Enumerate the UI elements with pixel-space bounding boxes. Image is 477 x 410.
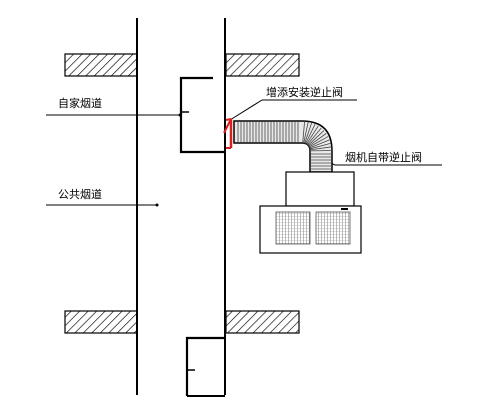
leader-private-flue-dot	[179, 114, 182, 117]
range-hood	[260, 172, 361, 253]
floor-slab-upper-left	[65, 54, 137, 76]
leader-public-flue-dot	[156, 204, 159, 207]
range-hood-grill-right	[316, 212, 350, 244]
private-flue-partition-lower	[187, 338, 225, 396]
label-added-check-valve: 增添安装逆止阀	[266, 87, 343, 98]
leader-added-valve	[230, 100, 262, 120]
range-hood-grill-left	[276, 212, 310, 244]
label-private-flue: 自家烟道	[58, 98, 102, 109]
exhaust-duct	[234, 121, 332, 172]
range-hood-upper	[286, 172, 354, 206]
floor-slab-lower-right	[226, 311, 299, 333]
range-hood-indicator	[341, 208, 348, 210]
label-public-flue: 公共烟道	[58, 189, 102, 200]
floor-slab-upper-right	[226, 54, 299, 76]
label-hood-builtin-valve: 烟机自带逆止阀	[345, 152, 422, 163]
private-flue-partition-upper	[181, 78, 225, 152]
floor-slab-lower-left	[65, 311, 137, 333]
